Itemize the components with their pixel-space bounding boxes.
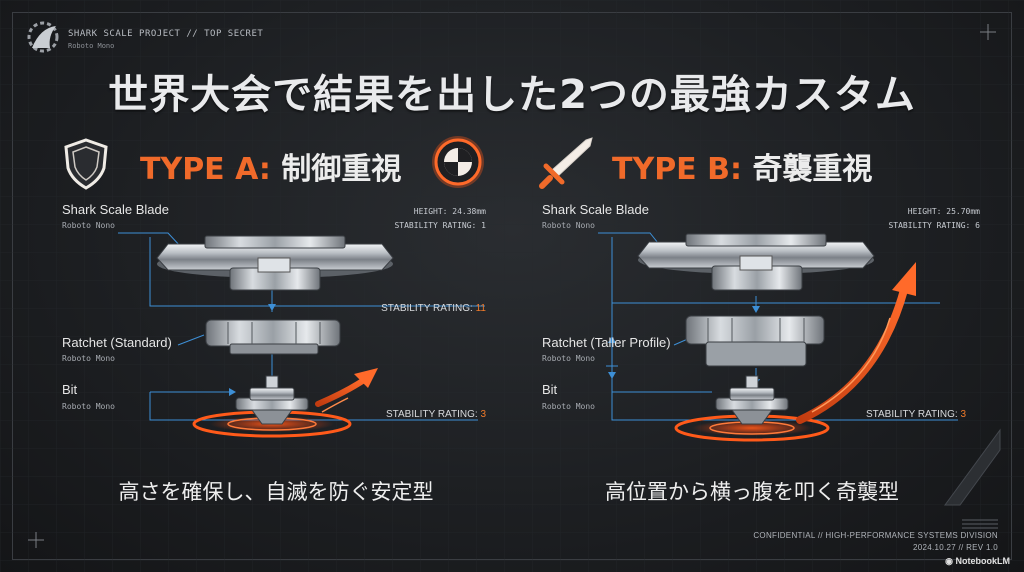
project-title: SHARK SCALE PROJECT // TOP SECRET xyxy=(68,29,264,39)
type-a-stability-bot-label: STABILITY RATING: xyxy=(385,409,478,420)
type-b-height: HEIGHT: 25.70mm xyxy=(907,207,980,216)
brand-text: NotebookLM xyxy=(955,556,1011,566)
footer-date-rev: 2024.10.27 // REV 1.0 xyxy=(912,543,998,552)
brand-label: ◉ NotebookLM xyxy=(945,556,1010,567)
type-a-subtitle: 制御重視 xyxy=(281,152,402,187)
type-a-stability-bot: STABILITY RATING: 3 xyxy=(386,409,486,420)
type-a-bit-sub: Roboto Mono xyxy=(62,402,115,411)
type-b-stability-bot-label: STABILITY RATING: xyxy=(865,409,958,420)
sword-icon xyxy=(539,137,593,189)
type-a-caption: 高さを確保し、自滅を防ぐ安定型 xyxy=(118,480,434,504)
corner-hatch xyxy=(944,428,1001,529)
type-a-blade-label: Shark Scale Blade xyxy=(62,202,169,217)
corner-crosshair-top-right xyxy=(980,24,996,40)
type-b-heading: TYPE B: 奇襲重視 xyxy=(612,144,872,188)
type-a-ratchet-part xyxy=(205,319,341,355)
notebooklm-icon: ◉ xyxy=(945,556,956,566)
footer-confidential: CONFIDENTIAL // HIGH-PERFORMANCE SYSTEMS… xyxy=(753,531,998,540)
type-b-blade-part xyxy=(637,233,875,291)
type-b-ratchet-sub: Roboto Mono xyxy=(542,354,595,363)
type-b-caption: 高位置から横っ腹を叩く奇襲型 xyxy=(605,480,899,504)
type-a-guide-lines xyxy=(118,232,485,421)
type-b-stability-bot-num: 3 xyxy=(960,409,966,420)
type-b-subtitle: 奇襲重視 xyxy=(752,152,873,187)
type-b-bit-label: Bit xyxy=(542,382,558,397)
type-b-ratchet-label: Ratchet (Taller Profile) xyxy=(542,335,671,350)
project-subtitle: Roboto Mono xyxy=(68,42,115,50)
type-a-heading: TYPE A: 制御重視 xyxy=(140,144,401,188)
type-a-bit-part xyxy=(192,375,352,438)
type-a-stability-mid-label: STABILITY RATING: xyxy=(381,303,473,314)
target-icon xyxy=(432,136,484,188)
type-a-trajectory-arrow xyxy=(315,368,378,413)
type-a-stability-mid: STABILITY RATING: 11 xyxy=(381,303,486,314)
type-b-trajectory-arrow xyxy=(796,262,916,424)
type-b-blade-label: Shark Scale Blade xyxy=(542,202,649,217)
type-b-blade-sub: Roboto Nono xyxy=(542,221,595,230)
type-a-ratchet-sub: Roboto Mono xyxy=(62,354,115,363)
type-a-bit-label: Bit xyxy=(62,382,78,397)
type-a-stability-mid-num: 11 xyxy=(475,303,486,314)
type-b-bit-part xyxy=(674,375,830,442)
type-a-height: HEIGHT: 24.38mm xyxy=(413,207,486,216)
type-a-blade-sub: Roboto Nono xyxy=(62,221,115,230)
type-b-tag: TYPE B: xyxy=(612,152,742,187)
type-a-stability-bot-num: 3 xyxy=(480,409,486,420)
gear-shark-fin-icon xyxy=(27,21,59,53)
type-a-blade-part xyxy=(156,235,394,291)
type-a-tag: TYPE A: xyxy=(140,152,271,187)
type-b-ratchet-part xyxy=(685,315,825,367)
shield-icon xyxy=(64,138,108,190)
type-b-stability-bot: STABILITY RATING: 3 xyxy=(866,409,966,420)
page-title: 世界大会で結果を出した2つの最強カスタム xyxy=(108,72,916,118)
type-b-bit-sub: Roboto Mono xyxy=(542,402,595,411)
corner-crosshair-bottom-left xyxy=(28,532,44,548)
type-a-stability-top: STABILITY RATING: 1 xyxy=(394,221,486,230)
type-b-stability-top: STABILITY RATING: 6 xyxy=(888,221,980,230)
type-a-ratchet-label: Ratchet (Standard) xyxy=(62,335,172,350)
